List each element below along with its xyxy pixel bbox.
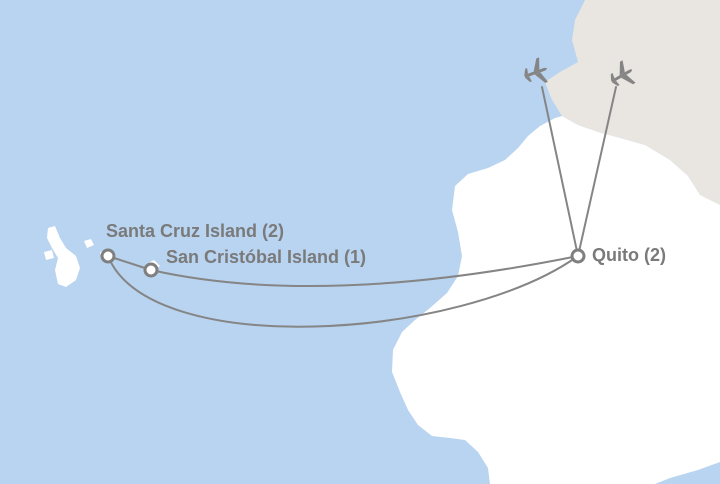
marker-quito[interactable] xyxy=(570,248,586,264)
label-santa-cruz: Santa Cruz Island (2) xyxy=(106,221,285,241)
island-santiago xyxy=(84,239,94,248)
route-quito-flight-1 xyxy=(541,86,579,257)
route-santa-cruz-quito xyxy=(107,255,579,328)
island-fernandina xyxy=(44,250,54,260)
route-san-cristobal-quito xyxy=(150,255,579,288)
routes xyxy=(107,86,617,328)
route-santa-cruz-san-cristobal xyxy=(107,255,152,271)
markers xyxy=(100,248,586,278)
label-quito: Quito (2) xyxy=(592,245,666,265)
label-san-cristobal: San Cristóbal Island (1) xyxy=(166,247,367,267)
land-colombia xyxy=(545,0,720,205)
island-isabela xyxy=(47,226,80,287)
marker-san-cristobal[interactable] xyxy=(143,262,159,278)
airplane-icon xyxy=(524,57,549,83)
land-ecuador xyxy=(392,116,720,484)
airplane-icon xyxy=(610,60,636,87)
marker-santa-cruz[interactable] xyxy=(100,248,116,264)
route-quito-flight-2 xyxy=(577,86,617,257)
